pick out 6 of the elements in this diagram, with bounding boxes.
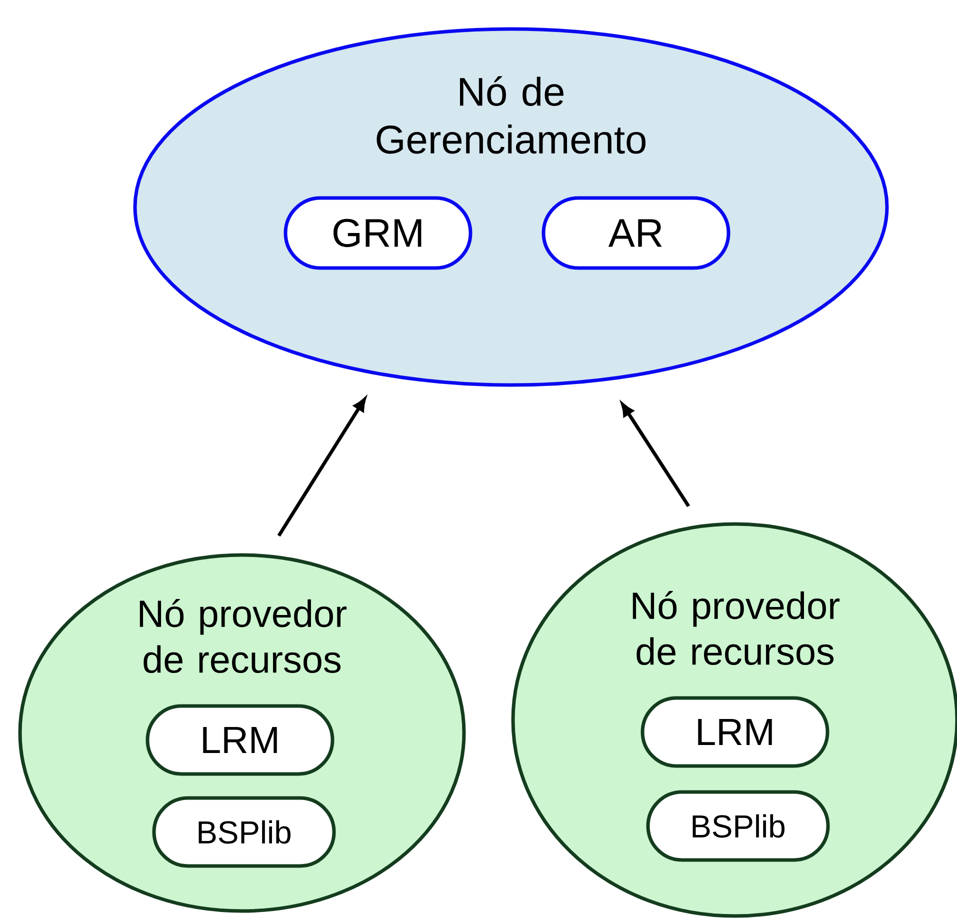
rounded-box: BSPlib — [646, 790, 830, 862]
rounded-box: LRM — [640, 696, 830, 768]
rounded-box: BSPlib — [152, 796, 336, 868]
rounded-box: GRM — [284, 196, 472, 270]
rounded-box: LRM — [146, 704, 334, 776]
rounded-box: AR — [542, 196, 730, 270]
